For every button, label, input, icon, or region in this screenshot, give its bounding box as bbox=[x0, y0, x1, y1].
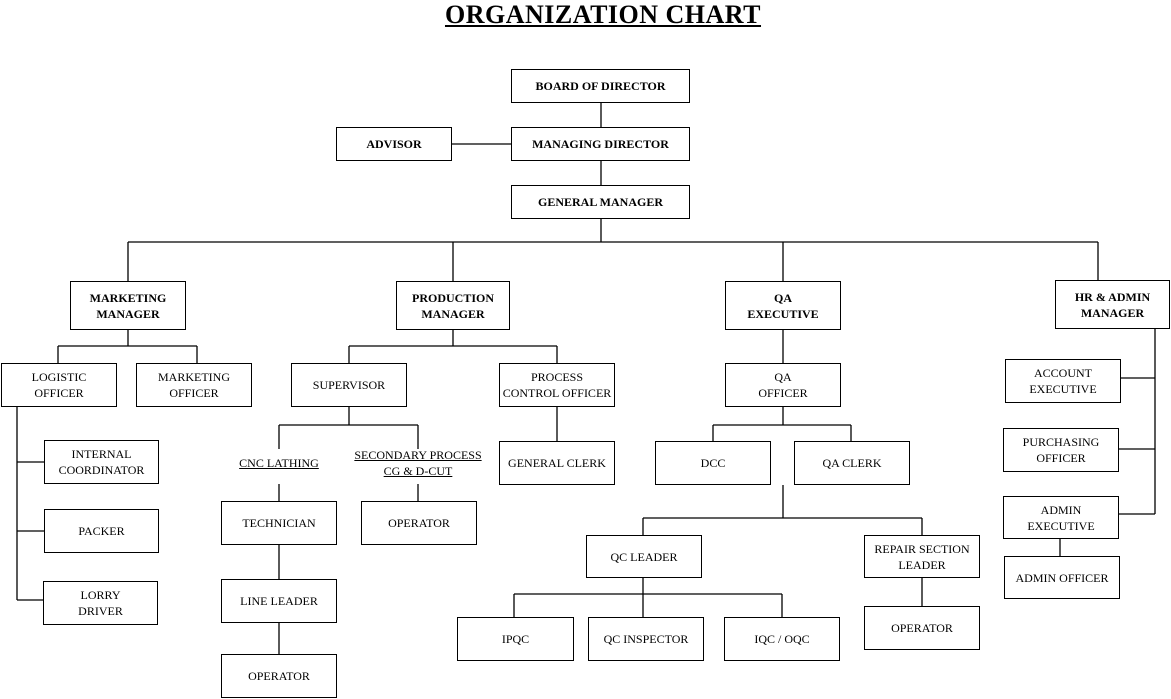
qa-officer-box: QA OFFICER bbox=[725, 363, 841, 407]
logistic-officer-box: LOGISTIC OFFICER bbox=[1, 363, 117, 407]
admin-officer-box: ADMIN OFFICER bbox=[1004, 556, 1120, 599]
managing-director-box: MANAGING DIRECTOR bbox=[511, 127, 690, 161]
production-manager-box: PRODUCTION MANAGER bbox=[396, 281, 510, 330]
internal-coordinator-box: INTERNAL COORDINATOR bbox=[44, 440, 159, 484]
board-of-director-box: BOARD OF DIRECTOR bbox=[511, 69, 690, 103]
supervisor-box: SUPERVISOR bbox=[291, 363, 407, 407]
general-manager-box: GENERAL MANAGER bbox=[511, 185, 690, 219]
chart-title: ORGANIZATION CHART bbox=[444, 0, 762, 29]
general-clerk-box: GENERAL CLERK bbox=[499, 441, 615, 485]
secondary-process-label: SECONDARY PROCESS CG & D-CUT bbox=[354, 448, 482, 478]
lorry-driver-box: LORRY DRIVER bbox=[43, 581, 158, 625]
technician-box: TECHNICIAN bbox=[221, 501, 337, 545]
qc-leader-box: QC LEADER bbox=[586, 535, 702, 578]
qc-inspector-box: QC INSPECTOR bbox=[588, 617, 704, 661]
cnc-lathing-label: CNC LATHING bbox=[239, 456, 319, 470]
hr-admin-manager-box: HR & ADMIN MANAGER bbox=[1055, 280, 1170, 329]
line-leader-box: LINE LEADER bbox=[221, 579, 337, 623]
secondary-operator-box: OPERATOR bbox=[361, 501, 477, 545]
advisor-box: ADVISOR bbox=[336, 127, 452, 161]
qa-clerk-box: QA CLERK bbox=[794, 441, 910, 485]
admin-executive-box: ADMIN EXECUTIVE bbox=[1003, 496, 1119, 539]
qa-executive-box: QA EXECUTIVE bbox=[725, 281, 841, 330]
repair-section-leader-box: REPAIR SECTION LEADER bbox=[864, 535, 980, 578]
dcc-box: DCC bbox=[655, 441, 771, 485]
purchasing-officer-box: PURCHASING OFFICER bbox=[1003, 428, 1119, 472]
marketing-officer-box: MARKETING OFFICER bbox=[136, 363, 252, 407]
account-executive-box: ACCOUNT EXECUTIVE bbox=[1005, 359, 1121, 403]
marketing-manager-box: MARKETING MANAGER bbox=[70, 281, 186, 330]
ipqc-box: IPQC bbox=[457, 617, 574, 661]
repair-operator-box: OPERATOR bbox=[864, 606, 980, 650]
cnc-operator-box: OPERATOR bbox=[221, 654, 337, 698]
process-control-officer-box: PROCESS CONTROL OFFICER bbox=[499, 363, 615, 407]
packer-box: PACKER bbox=[44, 509, 159, 553]
iqc-oqc-box: IQC / OQC bbox=[724, 617, 840, 661]
